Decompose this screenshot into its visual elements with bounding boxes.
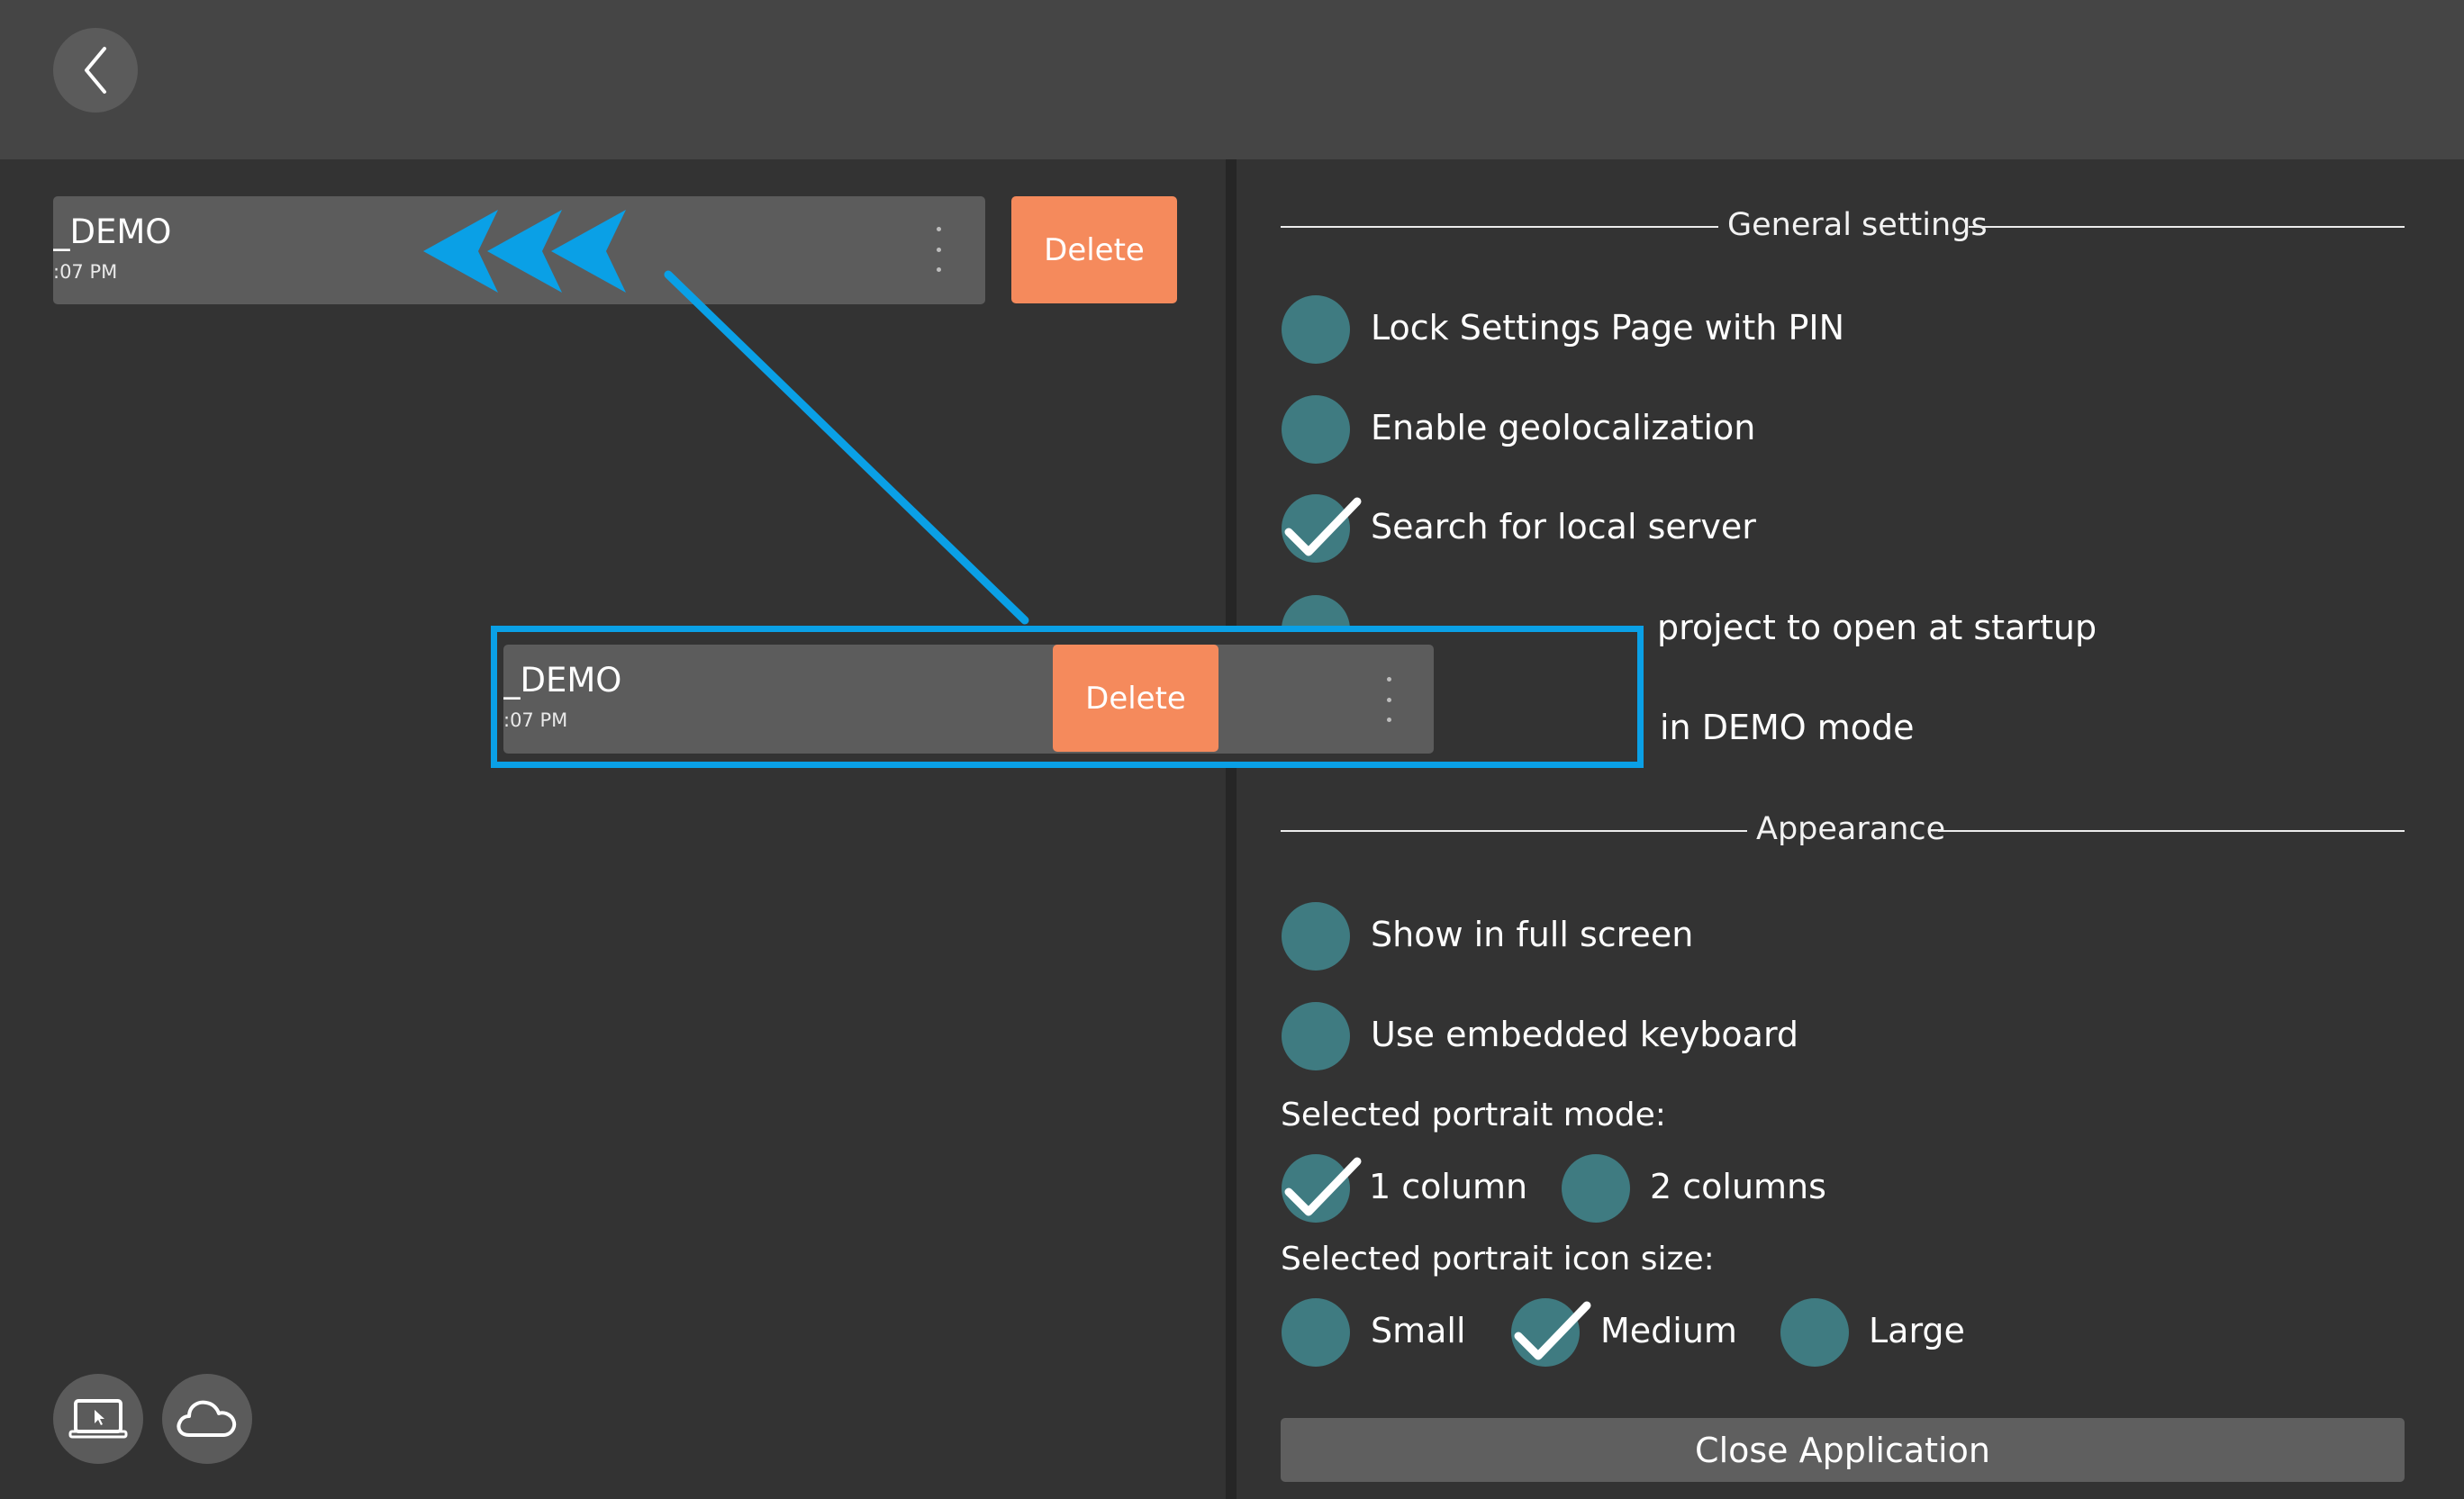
small-size-radio[interactable] <box>1282 1298 1350 1367</box>
option-label: 1 column <box>1369 1167 1528 1206</box>
cloud-button[interactable] <box>162 1374 252 1464</box>
project-item[interactable]: _DEMO :07 PM <box>53 196 985 304</box>
local-server-toggle[interactable] <box>1282 494 1362 563</box>
divider-line <box>1969 226 2405 228</box>
delete-button[interactable]: Delete <box>1011 196 1177 303</box>
swipe-highlight-box: _DEMO :07 PM Delete <box>491 626 1644 768</box>
option-label: in DEMO mode <box>1660 708 1915 747</box>
option-label: Medium <box>1600 1311 1737 1350</box>
option-label: Use embedded keyboard <box>1371 1015 1799 1054</box>
full-screen-toggle[interactable] <box>1282 902 1350 971</box>
top-bar <box>0 0 2464 159</box>
two-columns-radio[interactable] <box>1562 1154 1630 1223</box>
local-device-icon <box>68 1399 128 1439</box>
general-settings-title: General settings <box>1727 207 1988 243</box>
delete-button-preview: Delete <box>1053 645 1218 752</box>
option-label: Enable geolocalization <box>1371 408 1756 447</box>
divider-line <box>1938 830 2405 832</box>
panel-divider <box>1226 159 1237 1499</box>
project-name: _DEMO <box>53 212 172 251</box>
close-application-button[interactable]: Close Application <box>1281 1418 2405 1482</box>
more-options-icon[interactable] <box>937 227 942 272</box>
checkmark-icon <box>1514 1301 1591 1360</box>
divider-line <box>1281 830 1747 832</box>
project-name: _DEMO <box>503 661 622 700</box>
checkmark-icon <box>1284 497 1362 556</box>
project-item-preview: _DEMO :07 PM <box>503 645 1434 754</box>
chevron-left-icon <box>85 47 106 94</box>
option-label: Lock Settings Page with PIN <box>1371 308 1844 348</box>
back-button[interactable] <box>53 28 138 113</box>
option-label: 2 columns <box>1650 1167 1826 1206</box>
appearance-title: Appearance <box>1756 811 1946 847</box>
project-time: :07 PM <box>503 709 568 731</box>
checkmark-icon <box>1284 1157 1362 1216</box>
portrait-mode-label: Selected portrait mode: <box>1281 1097 1666 1133</box>
option-label: Show in full screen <box>1371 915 1694 954</box>
icon-size-label: Selected portrait icon size: <box>1281 1241 1715 1278</box>
more-options-icon <box>1387 677 1392 722</box>
local-device-button[interactable] <box>53 1374 143 1464</box>
project-time: :07 PM <box>53 261 118 283</box>
option-label: project to open at startup <box>1657 608 2097 647</box>
connector-line <box>664 270 1029 625</box>
large-size-radio[interactable] <box>1780 1298 1849 1367</box>
embedded-keyboard-toggle[interactable] <box>1282 1002 1350 1070</box>
medium-size-radio[interactable] <box>1511 1298 1591 1367</box>
cloud-icon <box>177 1400 237 1437</box>
lock-settings-toggle[interactable] <box>1282 295 1350 364</box>
option-label: Small <box>1371 1311 1466 1350</box>
divider-line <box>1281 226 1718 228</box>
one-column-radio[interactable] <box>1282 1154 1362 1223</box>
option-label: Large <box>1869 1311 1965 1350</box>
geolocalization-toggle[interactable] <box>1282 395 1350 464</box>
option-label: Search for local server <box>1371 507 1756 546</box>
